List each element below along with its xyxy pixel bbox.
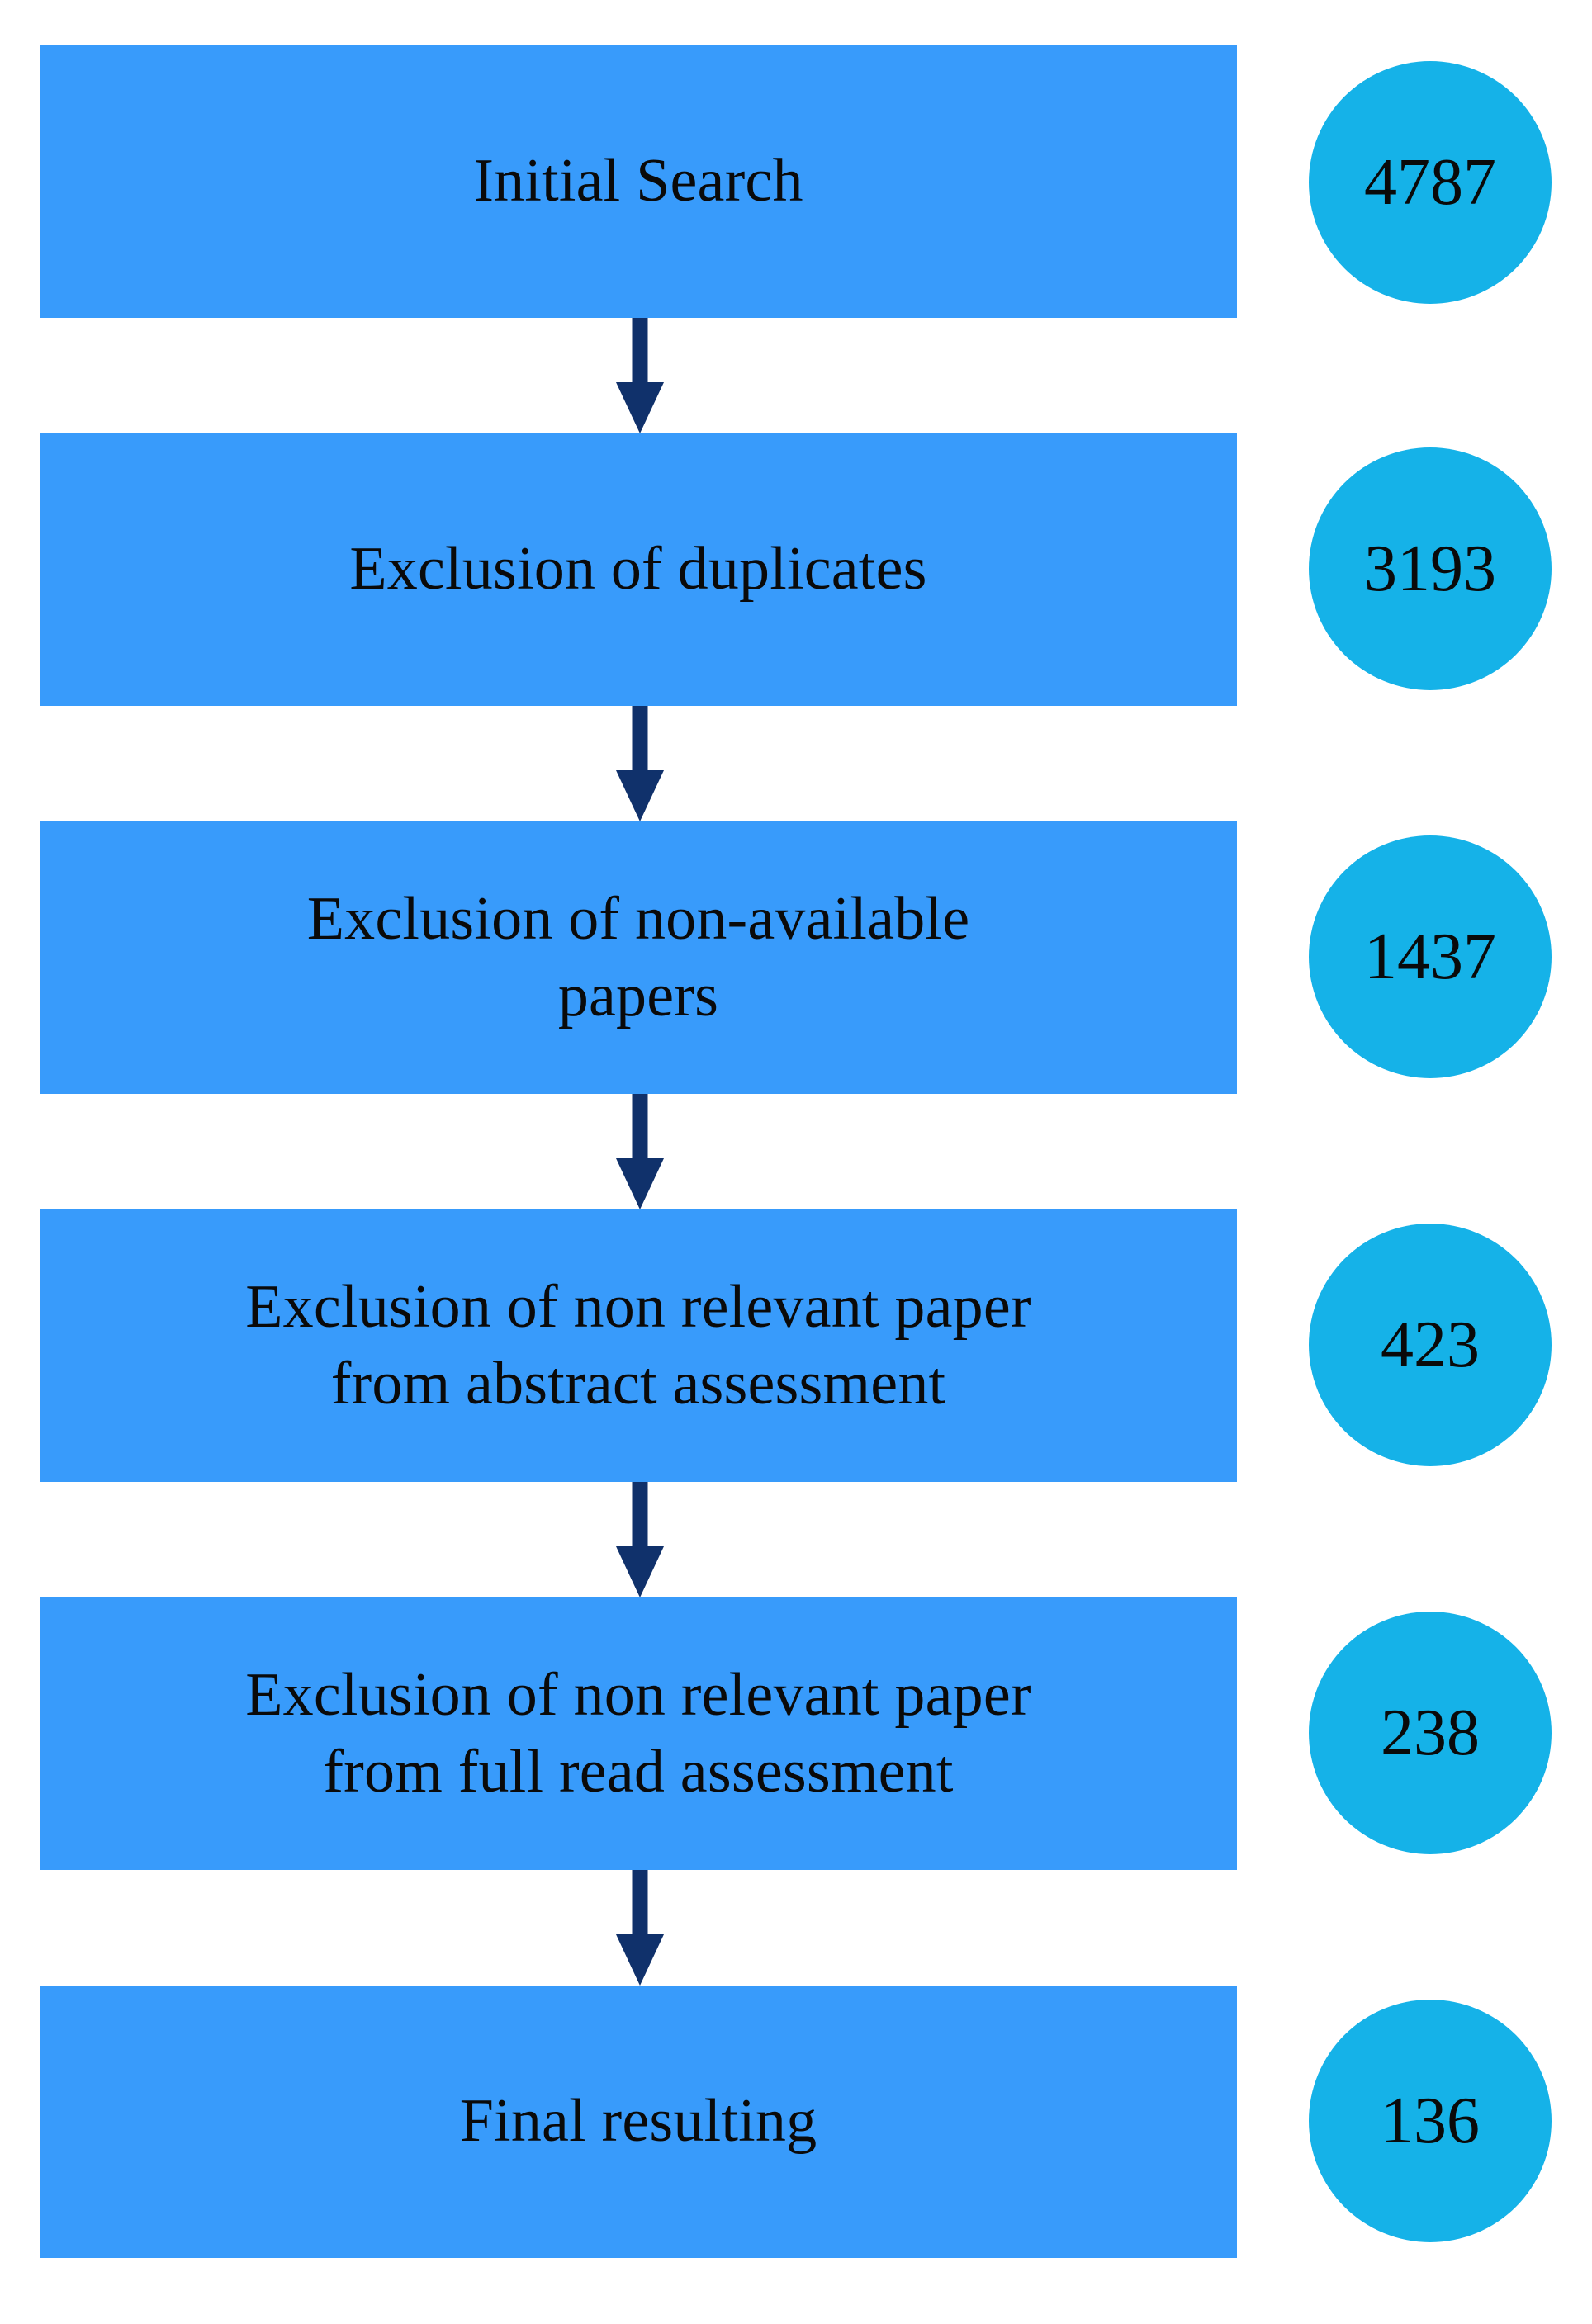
stage-count-circle-4: 423 <box>1309 1224 1552 1466</box>
stage-box-4: Exclusion of non relevant paper from abs… <box>40 1209 1237 1482</box>
stage-label-6: Final resulting <box>459 2087 817 2156</box>
stage-box-2: Exclusion of duplicates <box>40 433 1237 706</box>
stage-label-2: Exclusion of duplicates <box>349 535 927 603</box>
stage-count-circle-3: 1437 <box>1309 835 1552 1078</box>
down-arrow-icon-5 <box>590 1870 689 1986</box>
stage-count-circle-1: 4787 <box>1309 61 1552 304</box>
stage-count-6: 136 <box>1381 2085 1480 2157</box>
down-arrow-icon-3 <box>590 1094 689 1209</box>
down-arrow-icon-2 <box>590 706 689 821</box>
stage-count-circle-2: 3193 <box>1309 447 1552 690</box>
stage-label-4: Exclusion of non relevant paper from abs… <box>245 1272 1031 1418</box>
stage-box-1: Initial Search <box>40 45 1237 318</box>
stage-count-1: 4787 <box>1364 146 1496 219</box>
stage-label-3: Exclusion of non-available papers <box>306 884 970 1029</box>
stage-count-5: 238 <box>1381 1697 1480 1769</box>
stage-count-circle-5: 238 <box>1309 1612 1552 1854</box>
stage-label-1: Initial Search <box>473 147 803 215</box>
stage-count-circle-6: 136 <box>1309 2000 1552 2242</box>
stage-box-6: Final resulting <box>40 1986 1237 2258</box>
down-arrow-icon-1 <box>590 318 689 433</box>
stage-box-5: Exclusion of non relevant paper from ful… <box>40 1597 1237 1870</box>
stage-count-2: 3193 <box>1364 532 1496 605</box>
stage-count-4: 423 <box>1381 1309 1480 1381</box>
stage-label-5: Exclusion of non relevant paper from ful… <box>245 1660 1031 1806</box>
stage-box-3: Exclusion of non-available papers <box>40 821 1237 1094</box>
stage-count-3: 1437 <box>1364 921 1496 993</box>
down-arrow-icon-4 <box>590 1482 689 1597</box>
